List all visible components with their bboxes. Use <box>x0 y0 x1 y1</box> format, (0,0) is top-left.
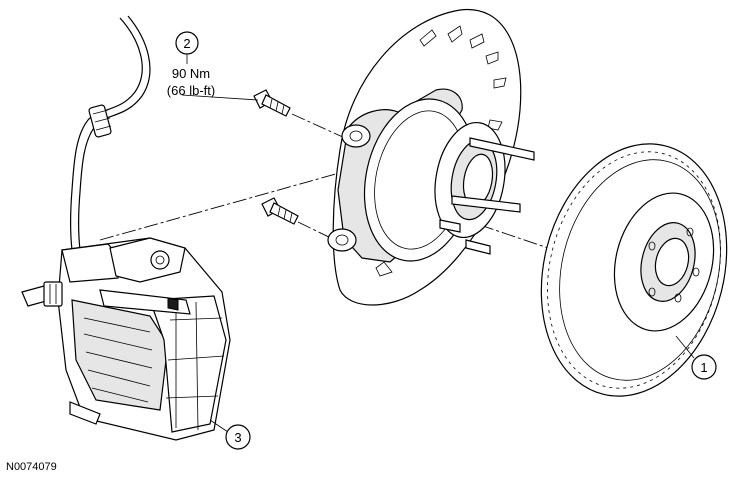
caliper-bracket-icon <box>21 237 231 441</box>
hub-knuckle-icon <box>327 8 535 306</box>
torque-imperial: (66 lb-ft) <box>167 83 215 98</box>
callout-2-number: 2 <box>183 36 190 51</box>
callout-3-number: 3 <box>234 430 241 445</box>
callout-1-circle <box>691 354 717 380</box>
brake-rotor-icon <box>540 143 728 397</box>
figure-id: N0074079 <box>6 461 57 473</box>
callout-3-circle <box>225 424 251 450</box>
callout-1-number: 1 <box>700 360 707 375</box>
torque-metric: 90 Nm <box>172 66 210 81</box>
brake-hose-icon <box>69 15 151 251</box>
caliper-bolt-icon <box>253 89 299 225</box>
